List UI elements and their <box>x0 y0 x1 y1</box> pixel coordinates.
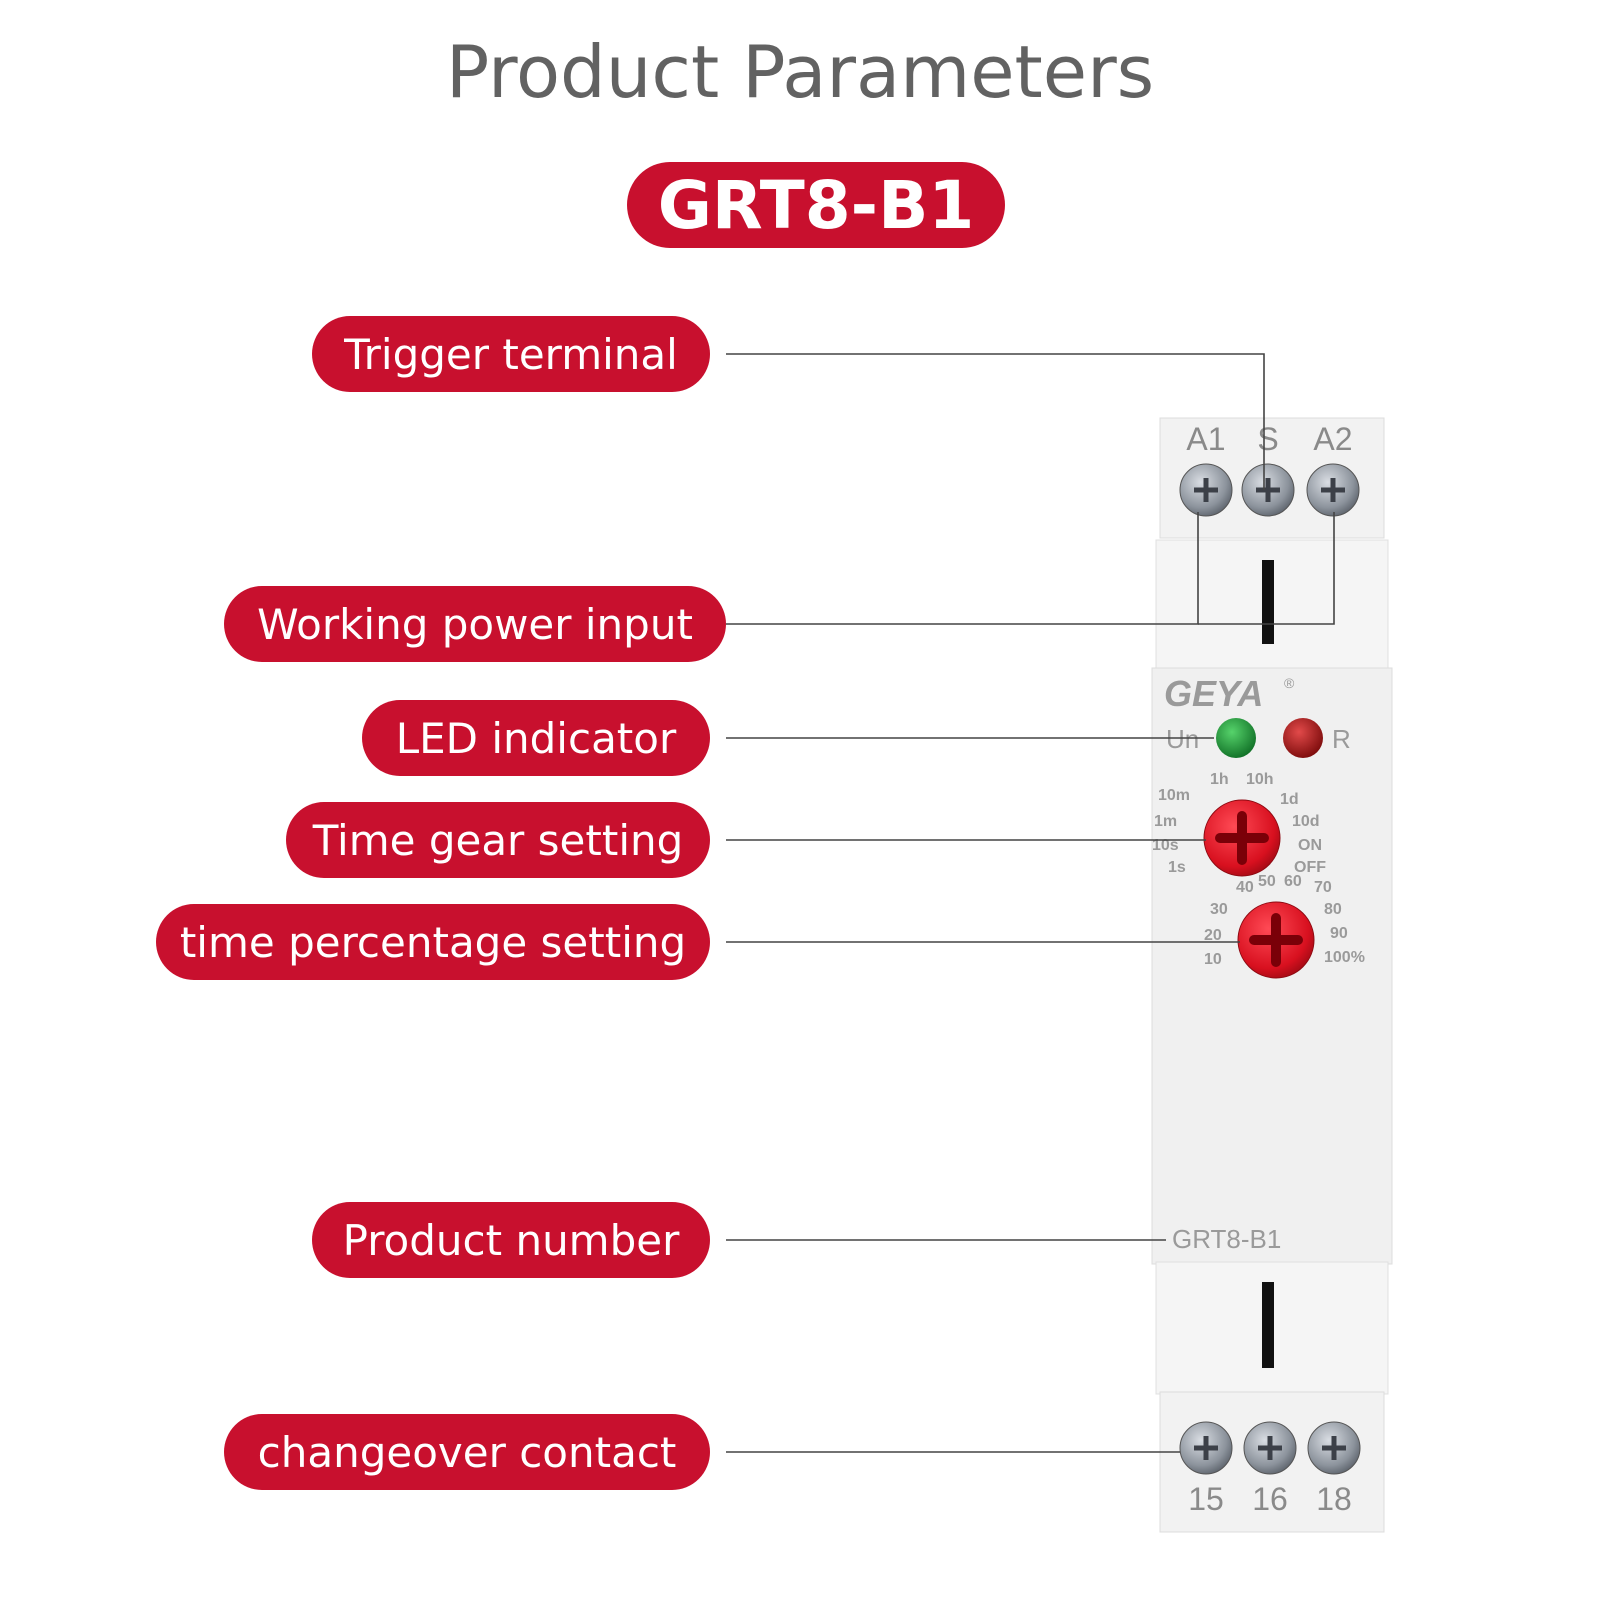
callout-trigger-terminal: Trigger terminal <box>312 316 710 392</box>
terminal-screw-18-icon <box>1307 1421 1361 1475</box>
terminal-label-16: 16 <box>1252 1481 1288 1517</box>
pct-scale-100: 100% <box>1324 949 1365 966</box>
pct-scale-20: 20 <box>1204 927 1222 944</box>
callout-working-power-input: Working power input <box>224 586 726 662</box>
brand-logo: GEYA <box>1164 673 1263 714</box>
pct-scale-30: 30 <box>1210 901 1228 918</box>
terminal-screw-s-icon <box>1241 463 1295 517</box>
terminal-screw-a2-icon <box>1306 463 1360 517</box>
gear-scale-off: OFF <box>1294 859 1326 876</box>
callout-led-indicator: LED indicator <box>362 700 710 776</box>
gear-scale-1m: 1m <box>1154 813 1177 830</box>
leader-working-power-input <box>726 512 1199 625</box>
gear-scale-1h: 1h <box>1210 771 1229 788</box>
terminal-screw-15-icon <box>1179 1421 1233 1475</box>
callout-time-gear-setting: Time gear setting <box>286 802 710 878</box>
gear-scale-10h: 10h <box>1246 771 1274 788</box>
device-product-number: GRT8-B1 <box>1172 1224 1281 1254</box>
terminal-label-a2: A2 <box>1313 421 1352 457</box>
model-badge: GRT8-B1 <box>627 162 1005 248</box>
bottom-rail-slot <box>1262 1282 1274 1368</box>
leader-trigger-terminal <box>726 353 1265 490</box>
callout-time-percentage-setting: time percentage setting <box>156 904 710 980</box>
power-led-icon <box>1216 718 1256 758</box>
gear-scale-on: ON <box>1298 837 1322 854</box>
gear-scale-1d: 1d <box>1280 791 1299 808</box>
time-gear-knob-icon[interactable] <box>1203 799 1281 877</box>
top-rail-slot <box>1262 560 1274 644</box>
callout-product-number: Product number <box>312 1202 710 1278</box>
pct-scale-80: 80 <box>1324 901 1342 918</box>
leader-lines <box>726 353 1335 1453</box>
gear-scale-10m: 10m <box>1158 787 1190 804</box>
led-label-r: R <box>1332 724 1351 754</box>
relay-led-icon <box>1283 718 1323 758</box>
time-percentage-knob-icon[interactable] <box>1237 901 1315 979</box>
terminal-label-18: 18 <box>1316 1481 1352 1517</box>
gear-scale-1s: 1s <box>1168 859 1186 876</box>
pct-scale-40: 40 <box>1236 879 1254 896</box>
callout-changeover-contact: changeover contact <box>224 1414 710 1490</box>
registered-mark: ® <box>1284 675 1295 691</box>
gear-scale-10d: 10d <box>1292 813 1320 830</box>
pct-scale-10: 10 <box>1204 951 1222 968</box>
leader-working-power-input-a2 <box>1198 512 1335 625</box>
gear-scale-10s: 10s <box>1152 837 1179 854</box>
page-title: Product Parameters <box>445 30 1155 114</box>
pct-scale-70: 70 <box>1314 879 1332 896</box>
terminal-label-15: 15 <box>1188 1481 1224 1517</box>
terminal-label-s: S <box>1257 421 1278 457</box>
terminal-label-a1: A1 <box>1186 421 1225 457</box>
led-label-un: Un <box>1166 724 1199 754</box>
pct-scale-50: 50 <box>1258 873 1276 890</box>
pct-scale-60: 60 <box>1284 873 1302 890</box>
pct-scale-90: 90 <box>1330 925 1348 942</box>
terminal-screw-16-icon <box>1243 1421 1297 1475</box>
terminal-screw-a1-icon <box>1179 463 1233 517</box>
